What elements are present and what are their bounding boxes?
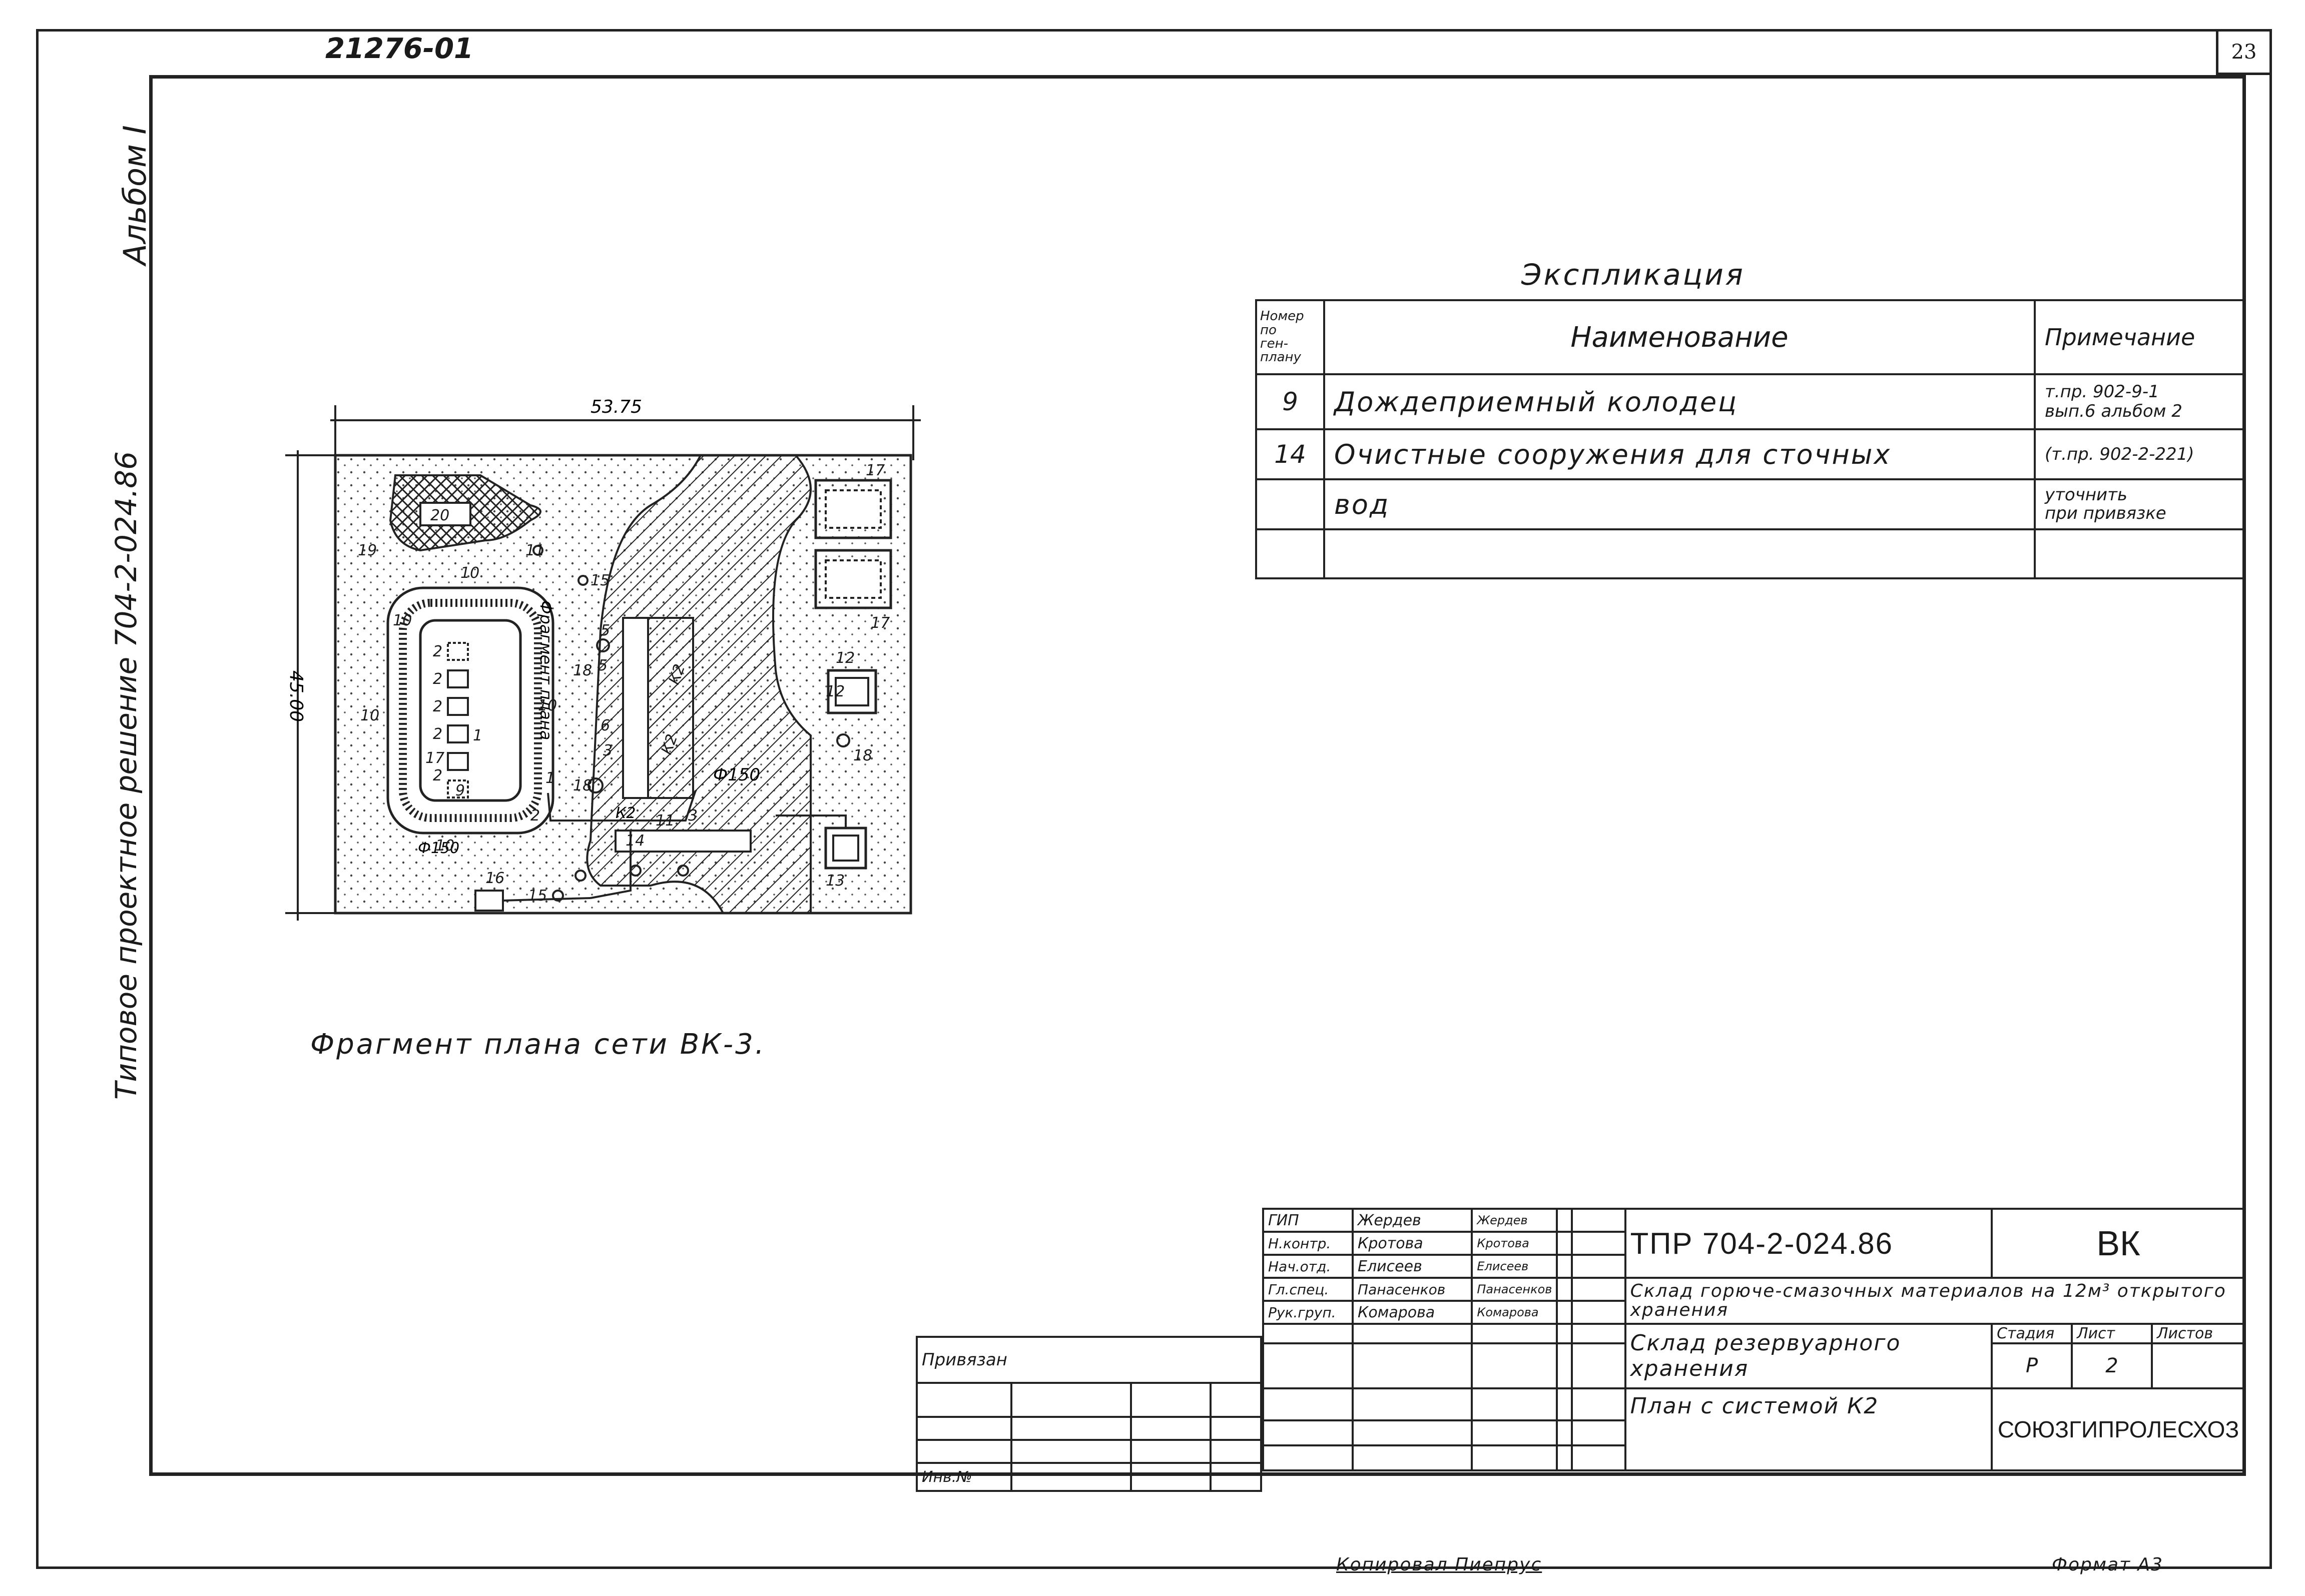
format-label: Формат А3: [2052, 1554, 2164, 1575]
doc-code: 21276-01: [325, 33, 473, 65]
label-6: 6: [601, 717, 610, 734]
signature: Комарова: [1471, 1300, 1558, 1325]
label-12b: 12: [826, 683, 845, 700]
label-19: 19: [358, 542, 377, 559]
role-nkontr: Н.контр.: [1262, 1231, 1354, 1256]
dim-height: 45.00: [286, 670, 306, 722]
sheet-title: План с системой К2: [1624, 1387, 1993, 1471]
label-2b: 2: [433, 670, 442, 688]
label-20: 20: [430, 507, 449, 524]
sheet-header: Лист: [2071, 1323, 2153, 1344]
inv-no-label: Инв.№: [915, 1462, 1013, 1492]
sheet-value: 2: [2071, 1342, 2153, 1389]
explication-title: Экспликация: [1521, 258, 1745, 292]
copied-by: Копировал Пиепрус: [1336, 1554, 1542, 1575]
project-title: Склад горюче-смазочных материалов на 12м…: [1624, 1277, 2246, 1325]
label-17: 17: [425, 749, 444, 767]
sheets-value: [2151, 1342, 2246, 1389]
role-nachotd: Нач.отд.: [1262, 1254, 1354, 1279]
privyazan-label: Привязан: [916, 1336, 1262, 1384]
signature: Елисеев: [1471, 1254, 1558, 1279]
album-label: Альбом I: [117, 125, 153, 265]
label-18: 18: [573, 662, 592, 679]
label-17c: 17: [871, 614, 890, 632]
stage-value: Р: [1991, 1342, 2073, 1389]
label-14: 14: [626, 832, 645, 850]
label-2d: 2: [433, 725, 442, 743]
label-11b: 11: [656, 812, 675, 830]
label-2e: 2: [433, 767, 442, 784]
sheet-number-box: 23: [2216, 29, 2272, 75]
k2-label: К2: [616, 805, 636, 822]
name-nkontr: Кротова: [1352, 1231, 1473, 1256]
pipe-label-1: Ф150: [713, 765, 760, 785]
binding-block: Привязан Инв.№: [915, 1336, 1263, 1492]
role-glspec: Гл.спец.: [1262, 1277, 1354, 1302]
name-rukgr: Комарова: [1352, 1300, 1473, 1325]
label-10e: 10: [393, 612, 412, 629]
label-11: 11: [525, 542, 544, 559]
label-10c: 10: [538, 697, 557, 714]
label-18b: 18: [573, 777, 592, 794]
col-note-header: Примечание: [2034, 299, 2246, 375]
signature: Панасенков: [1471, 1277, 1558, 1302]
label-16: 16: [485, 870, 504, 887]
label-17b: 17: [866, 462, 885, 479]
label-5b: 5: [598, 657, 608, 674]
label-13: 13: [826, 872, 845, 890]
title-block: ГИП Жердев Жердев ТПР 704-2-024.86 ВК Н.…: [1262, 1208, 2246, 1471]
side-text: Типовое проектное решение 704-2-024.86: [109, 451, 143, 1100]
table-row: [1255, 528, 2246, 579]
role-rukgr: Рук.груп.: [1262, 1300, 1354, 1325]
label-15b: 15: [528, 887, 547, 905]
signature: Кротова: [1471, 1231, 1558, 1256]
label-1b: 1: [545, 769, 555, 787]
plan-caption: Фрагмент плана сети ВК-3.: [310, 1028, 766, 1061]
label-2f: 2: [530, 807, 540, 825]
label-3: 3: [603, 742, 613, 759]
organization: СОЮЗГИПРОЛЕСХОЗ: [1991, 1387, 2246, 1471]
role-gip: ГИП: [1262, 1208, 1354, 1233]
label-1: 1: [473, 727, 482, 744]
sheet-number: 23: [2231, 41, 2257, 64]
dim-width: 53.75: [591, 397, 642, 417]
table-row: 14 Очистные сооружения для сточных (т.пр…: [1255, 428, 2246, 480]
pipe-label-2: Ф150: [418, 840, 459, 857]
col-name-header: Наименование: [1323, 299, 2036, 375]
fragment-label: Фрагмент плана: [536, 600, 555, 740]
label-2a: 2: [433, 643, 442, 660]
label-5: 5: [601, 622, 610, 639]
stage-header: Стадия: [1991, 1323, 2073, 1344]
signature: Жердев: [1471, 1208, 1558, 1233]
name-gip: Жердев: [1352, 1208, 1473, 1233]
name-nachotd: Елисеев: [1352, 1254, 1473, 1279]
object-title: Склад резервуарного хранения: [1624, 1323, 1993, 1389]
sheets-header: Листов: [2151, 1323, 2246, 1344]
outer-frame: [36, 29, 2272, 1569]
label-3b: 3: [688, 807, 698, 825]
label-18c: 18: [853, 747, 872, 764]
label-10: 10: [460, 564, 479, 582]
name-glspec: Панасенков: [1352, 1277, 1473, 1302]
mark: ВК: [1991, 1208, 2246, 1279]
label-2c: 2: [433, 698, 442, 715]
label-10b: 10: [360, 707, 379, 724]
label-12: 12: [836, 649, 855, 667]
label-9: 9: [455, 782, 465, 800]
label-10d: 10: [435, 837, 454, 855]
doc-designation: ТПР 704-2-024.86: [1624, 1208, 1993, 1279]
site-plan: 53.75 45.00 Ф150 Ф150 К2 Фрагмент плана …: [285, 397, 921, 921]
label-15: 15: [591, 572, 610, 589]
